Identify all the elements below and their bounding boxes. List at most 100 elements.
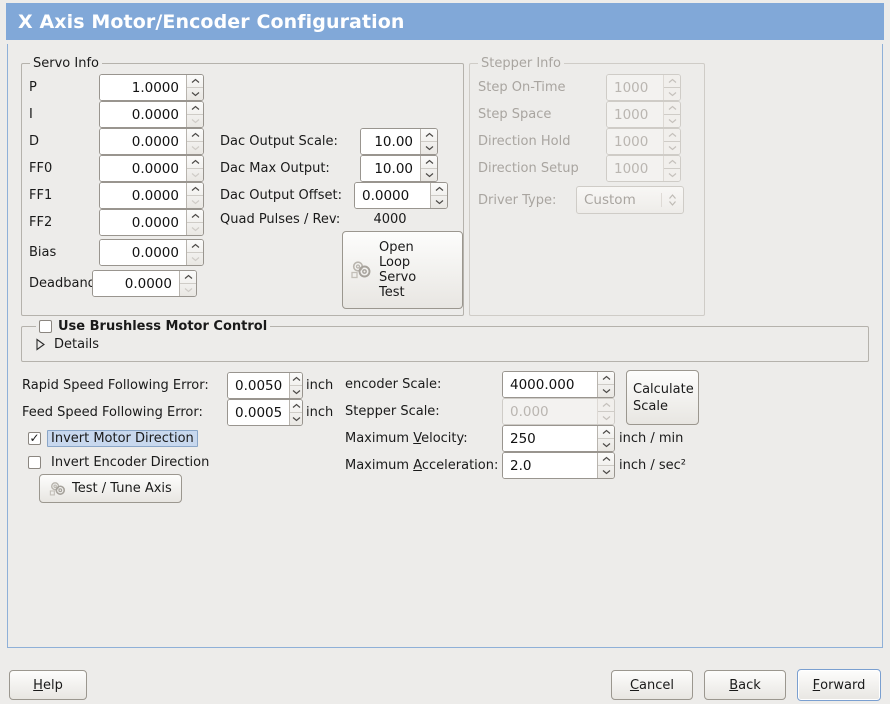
maximum-acceleration-label-mnemonic: A: [413, 458, 422, 473]
spinner-up-icon[interactable]: [187, 156, 203, 169]
maximum-acceleration-unit: inch / sec²: [619, 458, 687, 473]
servo-field-input-bias[interactable]: 0.0000: [99, 239, 204, 266]
servo-field-input-ff0[interactable]: 0.0000: [99, 155, 204, 182]
spinner-down-icon[interactable]: [598, 385, 614, 398]
spinner-buttons[interactable]: [179, 271, 196, 296]
spinner-up-icon[interactable]: [290, 400, 302, 413]
invert-encoder-direction-label: Invert Encoder Direction: [51, 455, 210, 470]
spinner-down-icon[interactable]: [187, 115, 203, 128]
spinner-up-icon[interactable]: [187, 183, 203, 196]
spinner-down-icon[interactable]: [290, 413, 302, 426]
spinner-down-icon[interactable]: [180, 284, 196, 297]
spinner-down-icon[interactable]: [431, 196, 447, 209]
spinner-down-icon[interactable]: [421, 169, 437, 182]
servo-field-input-i[interactable]: 0.0000: [99, 101, 204, 128]
spinner-down-icon: [664, 88, 680, 101]
servo-field-label-i: I: [29, 107, 33, 122]
spinner-down-icon[interactable]: [290, 386, 302, 399]
dac-output-scale-input[interactable]: 10.00: [360, 128, 438, 155]
rapid-following-error-input[interactable]: 0.0050: [227, 372, 303, 399]
maximum-velocity-input[interactable]: 250: [502, 425, 615, 452]
invert-motor-direction-checkbox[interactable]: ✓: [28, 432, 41, 445]
spinner-down-icon: [664, 142, 680, 155]
dac-max-output-input[interactable]: 10.00: [360, 155, 438, 182]
spinner-buttons[interactable]: [186, 102, 203, 127]
feed-following-error-input[interactable]: 0.0005: [227, 399, 303, 426]
spinner-buttons[interactable]: [430, 183, 447, 208]
stepper-field-value-direction-setup: 1000: [607, 156, 663, 181]
spinner-buttons[interactable]: [420, 129, 437, 154]
spinner-up-icon[interactable]: [187, 210, 203, 223]
driver-type-value: Custom: [584, 192, 636, 208]
details-expander[interactable]: Details: [35, 337, 99, 352]
encoder-scale-input[interactable]: 4000.000: [502, 371, 615, 398]
maximum-velocity-label: Maximum Velocity:: [345, 431, 502, 446]
spinner-buttons[interactable]: [420, 156, 437, 181]
stepper-field-input-direction-setup: 1000: [606, 155, 681, 182]
spinner-buttons[interactable]: [186, 183, 203, 208]
servo-field-value-i: 0.0000: [100, 102, 186, 127]
spinner-down-icon[interactable]: [187, 88, 203, 101]
stepper-info-legend: Stepper Info: [478, 56, 564, 71]
spinner-buttons[interactable]: [289, 373, 302, 398]
spinner-buttons[interactable]: [186, 75, 203, 100]
quad-pulses-label: Quad Pulses / Rev:: [220, 212, 341, 227]
spinner-down-icon[interactable]: [598, 439, 614, 452]
servo-field-input-ff2[interactable]: 0.0000: [99, 209, 204, 236]
spinner-buttons[interactable]: [597, 372, 614, 397]
spinner-down-icon[interactable]: [187, 142, 203, 155]
spinner-buttons[interactable]: [186, 156, 203, 181]
invert-motor-direction-row[interactable]: ✓ Invert Motor Direction: [28, 430, 198, 447]
servo-field-label-ff2: FF2: [29, 215, 53, 230]
content-panel: Servo Info P 1.0000 I 0.0000: [7, 44, 883, 648]
spinner-up-icon[interactable]: [431, 183, 447, 196]
calculate-scale-button[interactable]: Calculate Scale: [626, 370, 699, 425]
spinner-down-icon[interactable]: [187, 253, 203, 266]
spinner-down-icon[interactable]: [187, 169, 203, 182]
spinner-up-icon[interactable]: [180, 271, 196, 284]
use-brushless-motor-control-checkbox[interactable]: [39, 320, 52, 333]
dac-output-offset-input[interactable]: 0.0000: [354, 182, 448, 209]
spinner-up-icon[interactable]: [187, 129, 203, 142]
servo-field-input-deadband[interactable]: 0.0000: [92, 270, 197, 297]
spinner-buttons[interactable]: [186, 129, 203, 154]
open-loop-servo-test-button[interactable]: Open Loop Servo Test: [342, 231, 463, 309]
details-label: Details: [54, 337, 100, 352]
invert-encoder-direction-checkbox[interactable]: [28, 456, 41, 469]
maximum-acceleration-input[interactable]: 2.0: [502, 452, 615, 479]
spinner-buttons[interactable]: [597, 453, 614, 478]
spinner-down-icon[interactable]: [598, 466, 614, 479]
brushless-frame: Use Brushless Motor Control Details: [21, 319, 869, 362]
maximum-velocity-value: 250: [503, 426, 597, 451]
spinner-down-icon[interactable]: [187, 223, 203, 236]
spinner-up-icon[interactable]: [187, 240, 203, 253]
servo-field-input-d[interactable]: 0.0000: [99, 128, 204, 155]
spinner-up-icon[interactable]: [187, 75, 203, 88]
spinner-down-icon[interactable]: [421, 142, 437, 155]
spinner-up-icon[interactable]: [187, 102, 203, 115]
maximum-acceleration-label-post: cceleration:: [421, 458, 499, 473]
test-tune-axis-button[interactable]: Test / Tune Axis: [39, 474, 182, 503]
spinner-up-icon[interactable]: [421, 129, 437, 142]
invert-encoder-direction-row[interactable]: Invert Encoder Direction: [28, 455, 209, 470]
spinner-up-icon[interactable]: [598, 426, 614, 439]
servo-field-input-p[interactable]: 1.0000: [99, 74, 204, 101]
spinner-up-icon[interactable]: [421, 156, 437, 169]
spinner-buttons[interactable]: [289, 400, 302, 425]
spinner-down-icon[interactable]: [187, 196, 203, 209]
spinner-up-icon[interactable]: [598, 453, 614, 466]
back-button-label: ack: [738, 677, 761, 693]
servo-field-input-ff1[interactable]: 0.0000: [99, 182, 204, 209]
spinner-buttons[interactable]: [186, 240, 203, 265]
spinner-buttons[interactable]: [597, 426, 614, 451]
spinner-buttons[interactable]: [186, 210, 203, 235]
chevron-right-icon[interactable]: [35, 338, 46, 351]
stepper-scale-input: 0.000: [502, 398, 615, 425]
cancel-button-label: ancel: [639, 677, 675, 693]
spinner-up-icon[interactable]: [598, 372, 614, 385]
spinner-up-icon[interactable]: [290, 373, 302, 386]
